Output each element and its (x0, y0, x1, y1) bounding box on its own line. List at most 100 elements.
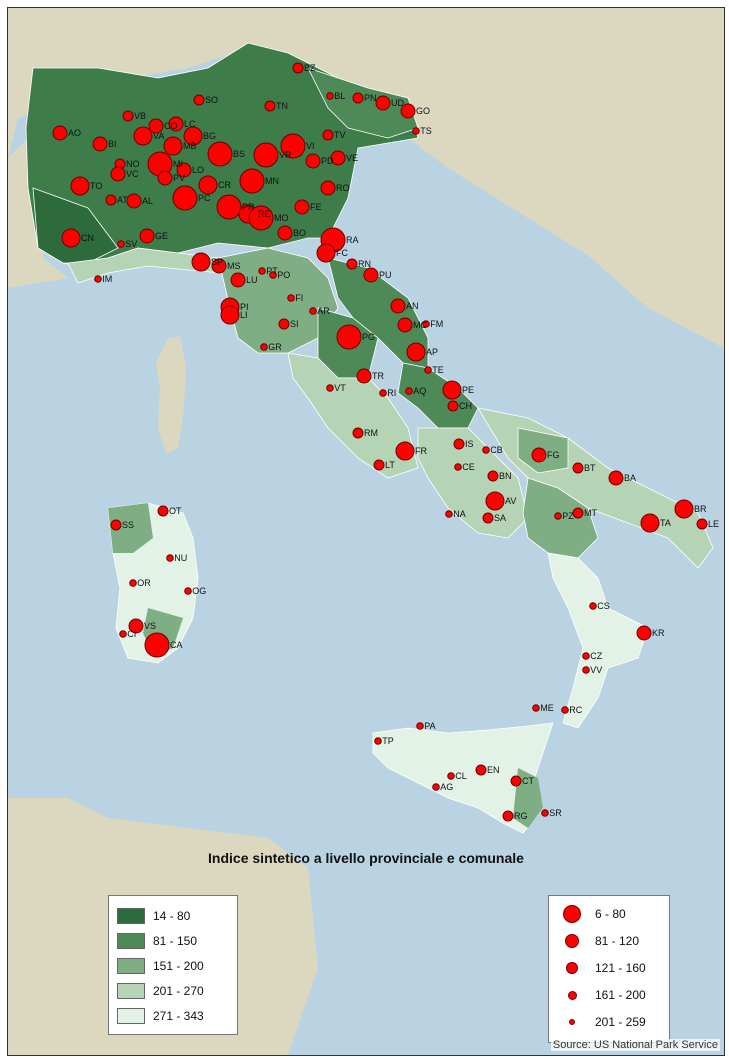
province-circle-bg[interactable] (183, 126, 203, 146)
province-circle-tn[interactable] (264, 100, 276, 112)
province-circle-en[interactable] (475, 764, 487, 776)
province-circle-vb[interactable] (122, 110, 134, 122)
province-circle-lu[interactable] (230, 272, 246, 288)
province-circle-ve[interactable] (330, 150, 346, 166)
province-circle-sp[interactable] (191, 252, 211, 272)
province-circle-lo[interactable] (176, 162, 192, 178)
province-circle-cs[interactable] (589, 602, 597, 610)
province-circle-at[interactable] (105, 194, 117, 206)
province-circle-ba[interactable] (608, 470, 624, 486)
province-circle-tp[interactable] (374, 737, 382, 745)
province-circle-na[interactable] (445, 510, 453, 518)
province-circle-pu[interactable] (363, 267, 379, 283)
province-circle-og[interactable] (184, 587, 192, 595)
province-circle-kr[interactable] (636, 625, 652, 641)
province-circle-ts[interactable] (412, 127, 420, 135)
province-circle-pa[interactable] (416, 722, 424, 730)
province-circle-ss[interactable] (110, 519, 122, 531)
province-circle-mb[interactable] (163, 136, 183, 156)
province-circle-cb[interactable] (482, 446, 490, 454)
province-circle-ri[interactable] (379, 389, 387, 397)
province-circle-cn[interactable] (61, 228, 81, 248)
province-circle-or[interactable] (129, 579, 137, 587)
province-circle-pz[interactable] (554, 512, 562, 520)
province-circle-lt[interactable] (373, 459, 385, 471)
province-circle-ag[interactable] (432, 783, 440, 791)
province-circle-ao[interactable] (52, 125, 68, 141)
province-circle-pn[interactable] (352, 92, 364, 104)
province-circle-fe[interactable] (294, 199, 310, 215)
province-circle-mn[interactable] (239, 168, 265, 194)
province-circle-ro[interactable] (320, 180, 336, 196)
province-circle-br[interactable] (674, 499, 694, 519)
province-circle-vi[interactable] (280, 133, 306, 159)
province-circle-an[interactable] (390, 298, 406, 314)
province-circle-sv[interactable] (117, 240, 125, 248)
province-circle-me[interactable] (532, 704, 540, 712)
province-circle-aq[interactable] (405, 387, 413, 395)
province-circle-bn[interactable] (487, 470, 499, 482)
province-circle-go[interactable] (400, 103, 416, 119)
province-circle-fi[interactable] (287, 294, 295, 302)
province-circle-pt[interactable] (258, 267, 266, 275)
province-circle-gr[interactable] (260, 343, 268, 351)
province-circle-ot[interactable] (157, 505, 169, 517)
province-circle-ap[interactable] (406, 342, 426, 362)
province-circle-tr[interactable] (356, 368, 372, 384)
province-circle-is[interactable] (453, 438, 465, 450)
province-circle-co[interactable] (148, 118, 164, 134)
province-circle-tv[interactable] (322, 129, 334, 141)
province-circle-bz[interactable] (292, 62, 304, 74)
province-circle-vv[interactable] (582, 666, 590, 674)
province-circle-ar[interactable] (309, 307, 317, 315)
province-circle-vs[interactable] (128, 618, 144, 634)
province-circle-ca[interactable] (144, 632, 170, 658)
province-circle-bt[interactable] (572, 462, 584, 474)
province-circle-pc[interactable] (172, 185, 198, 211)
province-circle-mc[interactable] (397, 317, 413, 333)
province-circle-va[interactable] (133, 126, 153, 146)
province-circle-si[interactable] (278, 318, 290, 330)
province-circle-ch[interactable] (447, 400, 459, 412)
province-circle-bi[interactable] (92, 136, 108, 152)
province-circle-cz[interactable] (582, 652, 590, 660)
province-circle-ud[interactable] (375, 95, 391, 111)
province-circle-im[interactable] (94, 275, 102, 283)
province-circle-sr[interactable] (541, 809, 549, 817)
province-circle-mt[interactable] (572, 507, 584, 519)
province-circle-nu[interactable] (166, 554, 174, 562)
province-circle-al[interactable] (126, 193, 142, 209)
province-circle-ce[interactable] (454, 463, 462, 471)
province-circle-fm[interactable] (422, 320, 430, 328)
province-circle-av[interactable] (485, 491, 505, 511)
province-circle-so[interactable] (193, 94, 205, 106)
province-circle-sa[interactable] (482, 512, 494, 524)
province-circle-cr[interactable] (198, 175, 218, 195)
province-circle-ge[interactable] (139, 228, 155, 244)
province-circle-vt[interactable] (326, 384, 334, 392)
province-circle-fg[interactable] (531, 447, 547, 463)
province-circle-ct[interactable] (510, 775, 522, 787)
province-circle-fc[interactable] (316, 243, 336, 263)
province-circle-vc[interactable] (110, 166, 126, 182)
province-circle-te[interactable] (424, 366, 432, 374)
province-circle-pd[interactable] (305, 153, 321, 169)
province-circle-vr[interactable] (253, 142, 279, 168)
province-circle-mo[interactable] (248, 205, 274, 231)
province-circle-rm[interactable] (352, 427, 364, 439)
province-circle-cl[interactable] (447, 772, 455, 780)
province-circle-lc[interactable] (168, 116, 184, 132)
province-circle-ta[interactable] (640, 513, 660, 533)
province-circle-po[interactable] (269, 271, 277, 279)
province-circle-ci[interactable] (119, 630, 127, 638)
province-circle-rn[interactable] (346, 258, 358, 270)
province-circle-le[interactable] (696, 518, 708, 530)
province-circle-pe[interactable] (442, 380, 462, 400)
province-circle-rc[interactable] (561, 706, 569, 714)
province-circle-bo[interactable] (277, 225, 293, 241)
province-circle-bl[interactable] (326, 92, 334, 100)
province-circle-bs[interactable] (207, 141, 233, 167)
province-circle-to[interactable] (70, 176, 90, 196)
province-circle-pr[interactable] (216, 194, 242, 220)
